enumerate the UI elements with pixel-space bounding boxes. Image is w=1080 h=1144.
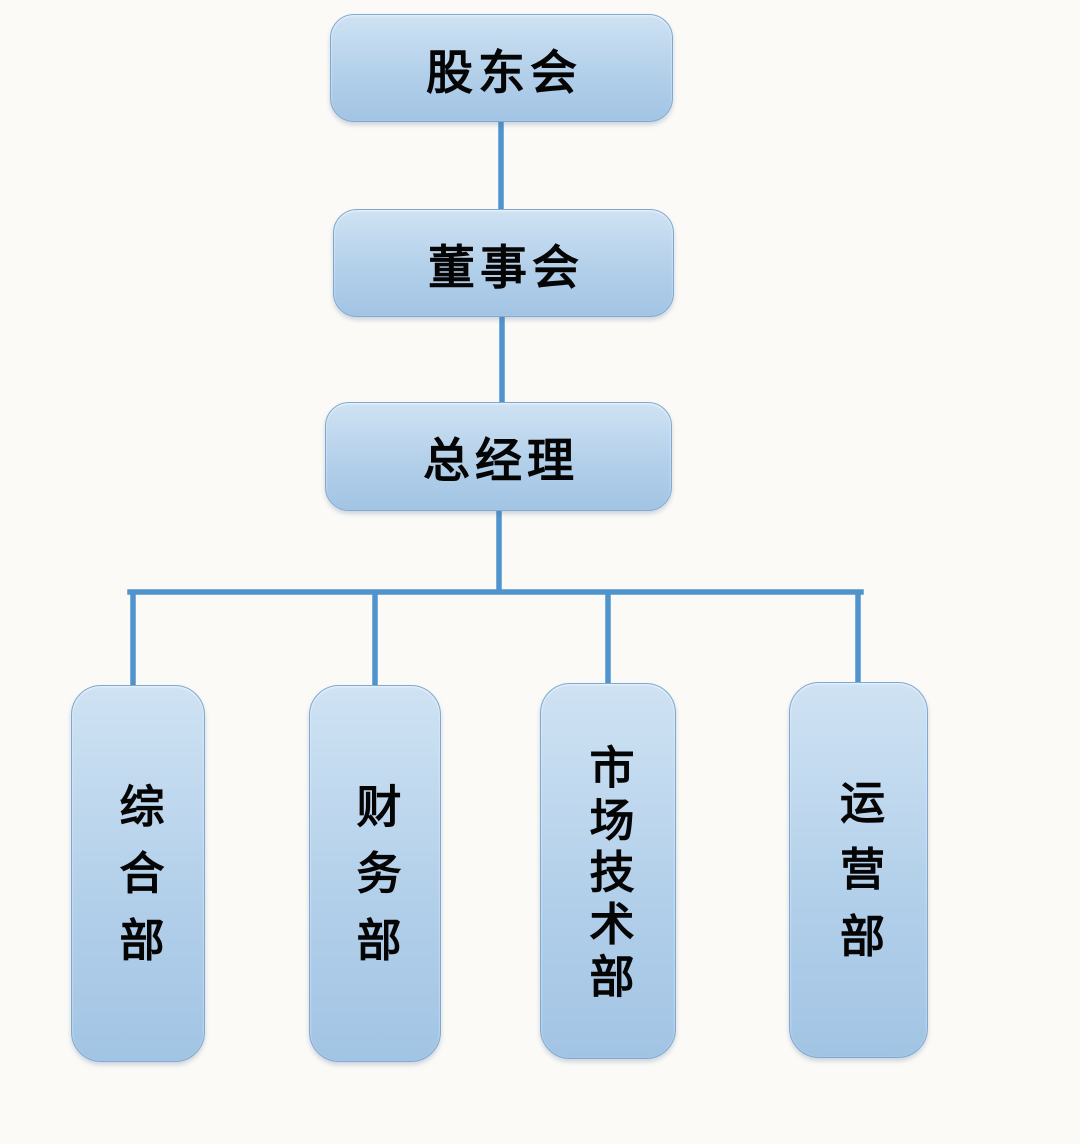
org-node-general-manager-label: 总经理 xyxy=(423,434,579,489)
org-node-board-label: 董事会 xyxy=(428,240,584,296)
org-node-general-manager: 总经理 xyxy=(325,402,672,511)
org-node-dept-operations: 运营部 xyxy=(789,682,928,1058)
org-node-dept-operations-label: 运营部 xyxy=(832,779,885,979)
org-node-dept-general-affairs-label: 综合部 xyxy=(111,782,165,983)
org-node-shareholders-label: 股东会 xyxy=(426,45,582,101)
org-node-dept-market-technology: 市场技术部 xyxy=(540,683,676,1059)
org-node-dept-finance-label: 财务部 xyxy=(348,782,402,983)
org-node-dept-finance: 财务部 xyxy=(309,685,441,1062)
org-node-dept-general-affairs: 综合部 xyxy=(71,685,205,1062)
org-node-board: 董事会 xyxy=(333,209,674,317)
org-node-dept-market-technology-label: 市场技术部 xyxy=(581,743,635,1005)
org-node-shareholders: 股东会 xyxy=(330,14,673,122)
